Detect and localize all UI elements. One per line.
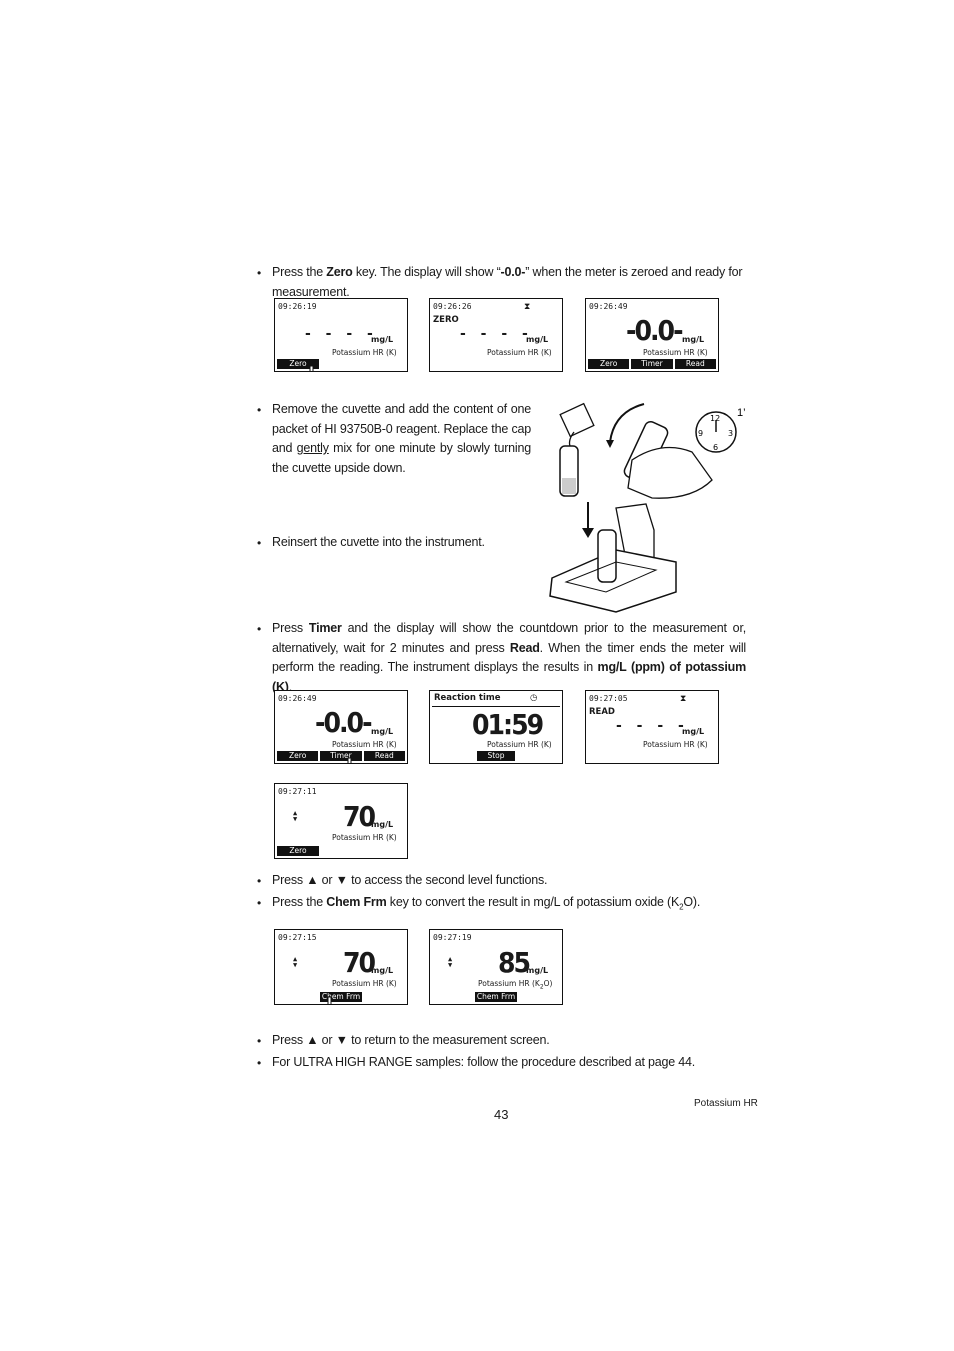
zero-key[interactable]: Zero [277, 846, 319, 856]
zero-key[interactable]: Zero [588, 359, 630, 369]
timer-key[interactable]: Timer [631, 359, 673, 369]
rotation-arrow [609, 403, 645, 443]
pointing-hand-icon [309, 365, 314, 371]
lcd-screen-1: 09:26:19 - - - - mg/L Potassium HR (K) Z… [274, 298, 408, 372]
lcd-screen-result: 09:27:11 ▲▼ 70 mg/L Potassium HR (K) Zer… [274, 783, 408, 859]
up-arrow-icon: ▲ [306, 1033, 319, 1047]
step-return-text: Press ▲ or ▼ to return to the measuremen… [272, 1033, 550, 1047]
bullet: • [257, 896, 262, 910]
lcd-screen-chem-1: 09:27:15 ▲▼ 70 mg/L Potassium HR (K) Che… [274, 929, 408, 1005]
step-reagent-text: Remove the cuvette and add the content o… [272, 402, 531, 475]
up-down-arrows-icon: ▲▼ [293, 955, 298, 969]
zero-key[interactable]: Zero [277, 359, 319, 369]
lcd-screen-chem-2: 09:27:19 ▲▼ 85 mg/L Potassium HR (K2O) C… [429, 929, 563, 1005]
svg-text:6: 6 [713, 443, 718, 452]
read-key[interactable]: Read [363, 751, 405, 761]
timer-icon: ◷ [530, 693, 538, 703]
down-arrow-icon: ▼ [335, 1033, 348, 1047]
cuvette [597, 529, 617, 583]
lcd-screen-2: 09:26:26 ⧗ ZERO - - - - mg/L Potassium H… [429, 298, 563, 372]
svg-text:12: 12 [710, 414, 720, 423]
page-number: 43 [494, 1107, 509, 1122]
lcd-screen-4: 09:26:49 -0.0- mg/L Potassium HR (K) Zer… [274, 690, 408, 764]
step-reinsert-text: Reinsert the cuvette into the instrument… [272, 535, 485, 549]
bullet: • [257, 874, 262, 888]
svg-text:1’: 1’ [737, 407, 746, 419]
read-key[interactable]: Read [674, 359, 716, 369]
step-timer-text: Press Timer and the display will show th… [272, 621, 746, 694]
pointing-hand-icon [327, 996, 332, 1004]
bullet: • [257, 403, 262, 417]
timer-key[interactable]: Timer [320, 751, 362, 761]
reagent-packet [559, 402, 595, 438]
bullet: • [257, 536, 262, 550]
hand-icon [627, 446, 713, 499]
up-down-arrows-icon: ▲▼ [448, 955, 453, 969]
up-arrow-icon: ▲ [306, 873, 319, 887]
zero-key[interactable]: Zero [277, 751, 319, 761]
step-second-level-text: Press ▲ or ▼ to access the second level … [272, 873, 548, 887]
lcd-screen-3: 09:26:49 -0.0- mg/L Potassium HR (K) Zer… [585, 298, 719, 372]
step-ultra-high-range-text: For ULTRA HIGH RANGE samples: follow the… [272, 1055, 696, 1069]
chem-frm-key[interactable]: Chem Frm [320, 992, 362, 1002]
lcd-screen-read: 09:27:05 ⧗ READ - - - - mg/L Potassium H… [585, 690, 719, 764]
lcd-screen-reaction: Reaction time◷ 01:59 Potassium HR (K) St… [429, 690, 563, 764]
reagent-mixing-illustration: 12 3 6 9 1’ [559, 402, 746, 499]
bullet: • [257, 1034, 262, 1048]
down-arrow-icon: ▼ [335, 873, 348, 887]
instrument-illustration [549, 502, 677, 613]
cuvette-liquid [562, 478, 576, 494]
svg-text:9: 9 [698, 429, 703, 438]
stop-key[interactable]: Stop [477, 751, 515, 761]
chem-frm-key[interactable]: Chem Frm [475, 992, 517, 1002]
up-down-arrows-icon: ▲▼ [293, 809, 298, 823]
svg-text:3: 3 [728, 429, 733, 438]
hourglass-icon: ⧗ [680, 694, 687, 704]
step-zero-text: Press the Zero key. The display will sho… [272, 265, 743, 299]
bullet: • [257, 1056, 262, 1070]
bullet: • [257, 622, 262, 636]
pointing-hand-icon [347, 757, 352, 763]
hourglass-icon: ⧗ [524, 302, 531, 312]
bullet: • [257, 266, 262, 280]
section-footer: Potassium HR [694, 1098, 758, 1109]
powder-stream [568, 431, 575, 447]
step-chem-frm-text: Press the Chem Frm key to convert the re… [272, 895, 701, 912]
